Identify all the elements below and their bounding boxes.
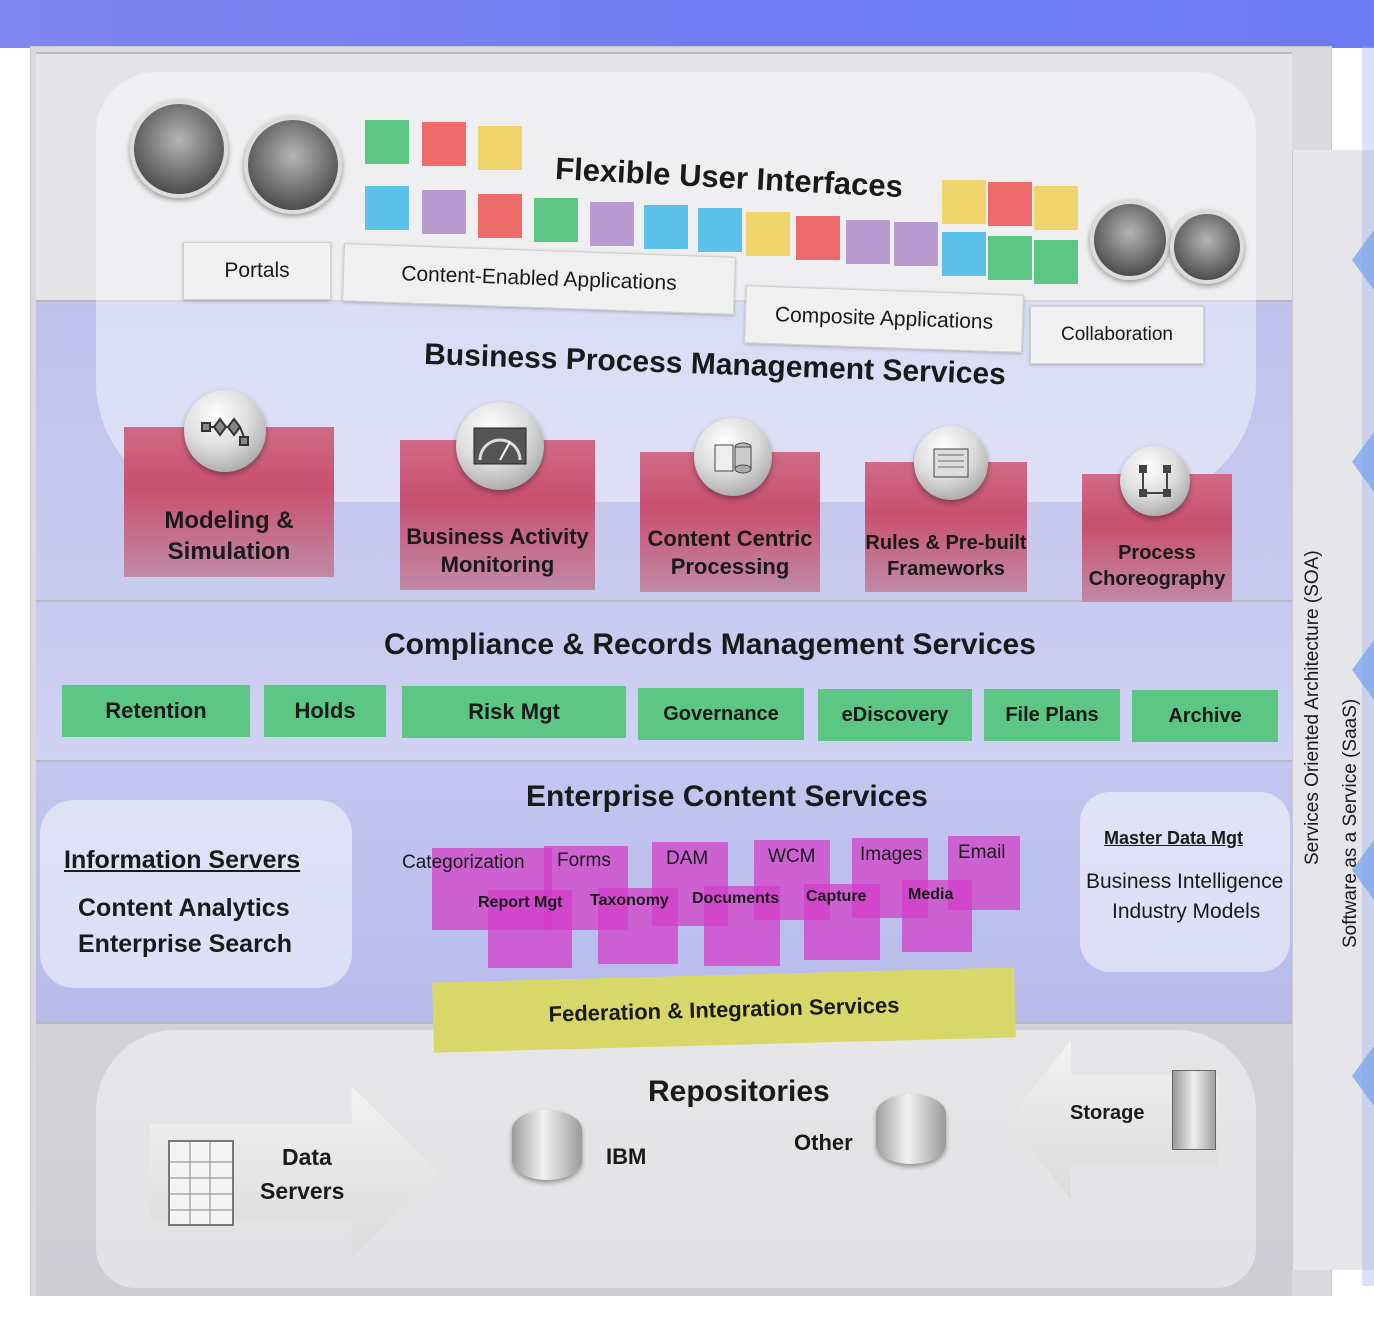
compliance-item: Retention <box>62 685 250 737</box>
compliance-item: eDiscovery <box>818 689 972 741</box>
content-type-label: Images <box>860 844 923 865</box>
bpm-card-processing: Content Centric Processing <box>640 452 820 592</box>
content-type-label: DAM <box>666 848 709 869</box>
user-photo-icon <box>1170 210 1244 284</box>
ibm-label: IBM <box>606 1144 647 1169</box>
user-photo-icon <box>130 100 228 198</box>
content-type-label: Forms <box>557 850 611 871</box>
other-database-icon <box>876 1094 946 1164</box>
bpm-card-label: Business Activity Monitoring <box>406 523 589 578</box>
ibm-database-icon <box>512 1110 582 1180</box>
storage-server-icon <box>1172 1070 1216 1150</box>
content-type-label: Report Mgt <box>478 894 563 911</box>
content-type-label: Categorization <box>402 852 525 873</box>
user-photo-icon <box>1090 200 1170 280</box>
content-block <box>902 880 972 952</box>
servers-label: Servers <box>260 1178 345 1204</box>
content-block <box>488 890 572 968</box>
ui-color-tile <box>365 120 409 164</box>
ui-color-tile <box>942 232 986 276</box>
compliance-item: Archive <box>1132 690 1278 742</box>
user-photo-icon <box>244 116 342 214</box>
content-type-label: Email <box>958 842 1006 863</box>
ui-color-tile <box>590 202 634 246</box>
ui-color-tile <box>698 208 742 252</box>
composite-apps-label: Composite Applications <box>744 285 1024 353</box>
storage-label: Storage <box>1070 1102 1145 1124</box>
ui-color-tile <box>942 180 986 224</box>
data-label: Data <box>282 1144 332 1170</box>
ui-color-tile <box>846 220 890 264</box>
content-type-label: Documents <box>692 890 780 907</box>
ui-color-tile <box>644 205 688 249</box>
ui-color-tile <box>746 212 790 256</box>
compliance-item: File Plans <box>984 689 1120 741</box>
ui-color-tile <box>1034 186 1078 230</box>
ui-color-tile <box>894 222 938 266</box>
repositories-title: Repositories <box>648 1075 830 1108</box>
information-servers-panel <box>40 800 352 988</box>
information-servers-heading: Information Servers <box>64 846 301 874</box>
ui-color-tile <box>988 182 1032 226</box>
choreography-icon <box>1120 446 1190 516</box>
compliance-item: Governance <box>638 688 804 740</box>
bpm-card-label: Content Centric Processing <box>647 525 813 580</box>
content-type-label: Capture <box>806 888 867 905</box>
content-block <box>704 886 780 966</box>
ui-color-tile <box>478 194 522 238</box>
bpm-card-label: Process Choreography <box>1088 542 1226 590</box>
ecs-layer-title: Enterprise Content Services <box>526 780 928 813</box>
content-type-label: WCM <box>768 846 816 867</box>
collaboration-label: Collaboration <box>1030 306 1204 364</box>
content-analytics-label: Content Analytics <box>78 894 290 922</box>
master-data-heading: Master Data Mgt <box>1104 828 1244 848</box>
bottom-margin <box>0 1296 1374 1324</box>
compliance-item: Holds <box>264 685 386 737</box>
bpm-card-label: Rules & Pre-built Frameworks <box>865 532 1027 580</box>
rules-scroll-icon <box>914 426 988 500</box>
ui-color-tile <box>988 236 1032 280</box>
soa-label: Services Oriented Architecture (SOA) <box>1302 550 1323 865</box>
bpm-card-label: Modeling & Simulation <box>164 506 294 565</box>
compliance-layer-title: Compliance & Records Management Services <box>384 628 1036 661</box>
ui-color-tile <box>796 216 840 260</box>
document-database-icon <box>694 418 772 496</box>
portals-label: Portals <box>183 242 331 300</box>
compliance-item: Risk Mgt <box>402 686 626 738</box>
content-type-label: Taxonomy <box>590 892 669 909</box>
ui-color-tile <box>1034 240 1078 284</box>
content-block <box>598 888 678 964</box>
spreadsheet-icon <box>168 1140 234 1226</box>
top-banner <box>0 0 1374 48</box>
content-type-label: Media <box>908 886 954 903</box>
business-intelligence-label: Business Intelligence <box>1086 870 1284 893</box>
ui-color-tile <box>422 190 466 234</box>
ui-color-tile <box>365 186 409 230</box>
other-label: Other <box>794 1130 853 1155</box>
ui-color-tile <box>534 198 578 242</box>
master-data-panel <box>1080 792 1290 972</box>
ui-color-tile <box>422 122 466 166</box>
enterprise-search-label: Enterprise Search <box>78 930 292 958</box>
content-block <box>804 884 880 960</box>
modeling-flow-icon <box>184 390 266 472</box>
ui-color-tile <box>478 126 522 170</box>
dashboard-gauge-icon <box>456 402 544 490</box>
industry-models-label: Industry Models <box>1112 900 1261 923</box>
